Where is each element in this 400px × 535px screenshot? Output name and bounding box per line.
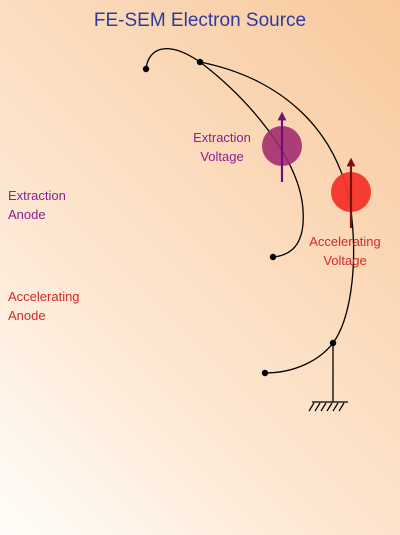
accelerating-anode-terminal (261, 369, 269, 377)
accelerating-voltage-label: Accelerating Voltage (309, 234, 381, 268)
junction-dot (196, 58, 204, 66)
extraction-anode-terminal (269, 253, 277, 261)
accelerating-anode-label: Accelerating Anode (8, 289, 80, 323)
extraction-voltage-label: Extraction Voltage (193, 130, 251, 164)
extraction-anode-label: Extraction Anode (8, 188, 66, 222)
emitter-tip-dot (142, 65, 150, 73)
accelerating-circuit-wire (199, 61, 355, 374)
ground-symbol (308, 401, 348, 412)
ground-junction-dot (329, 339, 337, 347)
emitter-tip-wire (145, 47, 201, 70)
extraction-circuit-wire (199, 61, 304, 258)
diagram-title: FE-SEM Electron Source (93, 10, 307, 31)
